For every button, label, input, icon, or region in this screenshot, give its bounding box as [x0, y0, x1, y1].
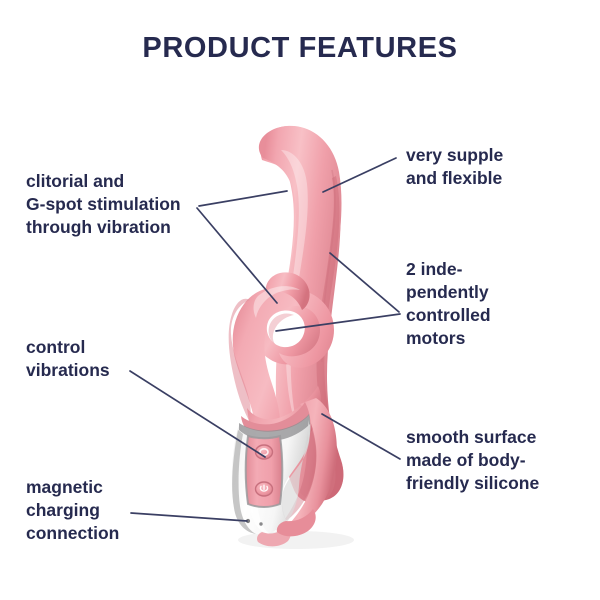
leader-clitoral-upper: [198, 190, 288, 207]
clitoral-arm-outer: [232, 286, 334, 454]
handle-ring-tail: [276, 509, 316, 537]
leader-motors-upper: [329, 252, 400, 313]
callout-magnetic-charging-connection: magnetic charging connection: [26, 477, 120, 543]
panel-bottom-tip: [257, 523, 291, 547]
callout-clitorial-and-gspot-stimulation: clitorial and G-spot stimulation through…: [26, 171, 181, 237]
handle-ring: [284, 398, 337, 530]
clitoral-loop-highlight: [253, 286, 300, 318]
leader-clitoral-lower: [196, 207, 278, 304]
power-icon: [259, 484, 269, 492]
callout-control-vibrations: control vibrations: [26, 337, 110, 380]
page-title: PRODUCT FEATURES: [142, 32, 458, 64]
leader-supple: [322, 157, 397, 193]
callout-very-supple-and-flexible: very supple and flexible: [406, 145, 504, 188]
callout-two-independently-controlled-motors: 2 inde- pendently controlled motors: [406, 259, 491, 348]
leader-motors-lower: [275, 313, 401, 332]
control-panel-left-edge: [232, 430, 256, 534]
mode-button[interactable]: [254, 444, 274, 460]
clitoral-left-bulge: [228, 298, 251, 422]
magnetic-charging-contact-2: [259, 522, 263, 526]
button-strip-border: [244, 434, 284, 508]
magnetic-charging-contact-1: [245, 518, 251, 524]
leader-control: [129, 370, 266, 458]
callout-smooth-surface-body-friendly-silicone: smooth surface made of body- friendly si…: [406, 427, 540, 493]
mode-button-inner-ring: [259, 447, 269, 456]
control-panel-rim: [239, 414, 310, 441]
leader-smooth: [321, 413, 401, 460]
leader-magnetic: [130, 512, 248, 522]
clitoral-loop-hole-shading: [268, 313, 294, 344]
control-panel-scoop: [281, 420, 310, 522]
clitoral-nub: [265, 272, 310, 310]
